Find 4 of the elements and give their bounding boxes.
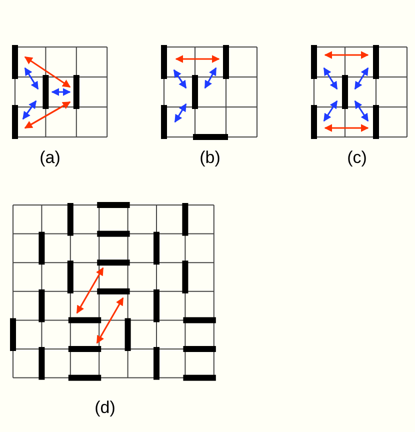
panel-label: (a) <box>40 148 60 168</box>
panel-label: (c) <box>347 148 367 168</box>
panel-label: (d) <box>94 398 116 418</box>
panel-label: (b) <box>200 148 220 168</box>
